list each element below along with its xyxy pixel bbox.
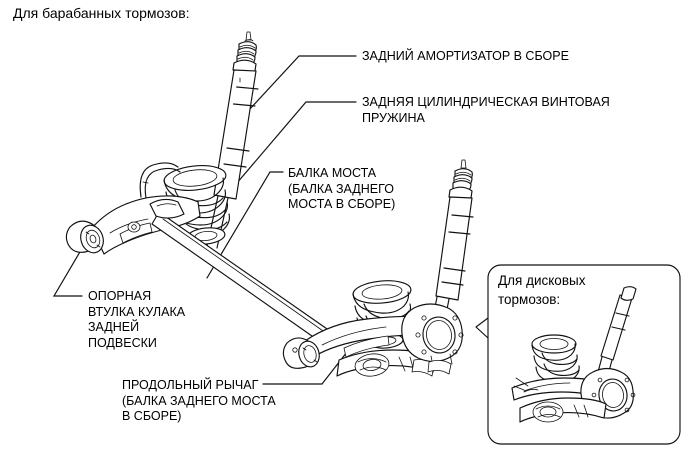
leader-lines [52, 55, 357, 385]
leader-shock-absorber [235, 55, 357, 125]
rear-shock-absorber-left [206, 31, 259, 249]
inset-pointer [475, 317, 489, 339]
callout-rear-coil-spring-line1: ЗАДНЯЯ ЦИЛИНДРИЧЕСКАЯ ВИНТОВАЯ [362, 95, 610, 109]
leader-axle-beam [206, 171, 284, 279]
callout-trailing-arm-line2: (БАЛКА ЗАДНЕГО МОСТА [122, 393, 276, 408]
inset-illustration [511, 286, 637, 423]
callout-rear-shock-absorber: ЗАДНИЙ АМОРТИЗАТОР В СБОРЕ [362, 49, 569, 63]
callout-rear-axle-beam-line1: БАЛКА МОСТА [288, 166, 377, 180]
inset-title-line1: Для дисковых [498, 273, 586, 288]
callout-bushing-line4: ПОДВЕСКИ [88, 335, 157, 350]
inset-title: Для дисковых тормозов: [498, 271, 585, 309]
callout-rear-axle-beam-line3: МОСТА В СБОРЕ) [288, 197, 396, 211]
callout-bushing-line1: ОПОРНАЯ [88, 289, 152, 303]
trailing-arm-right [282, 315, 436, 377]
drum-brake-hub-flange [401, 303, 464, 375]
leader-bushing [52, 244, 85, 297]
callout-trailing-arm-line3: В СБОРЕ) [122, 409, 182, 423]
callout-rear-coil-spring-line2: ПРУЖИНА [362, 110, 425, 125]
inset-title-line2: тормозов: [498, 292, 561, 307]
callout-bushing-line3: ЗАДНЕЙ [88, 320, 140, 334]
callout-bushing-line2: ВТУЛКА КУЛАКА [88, 304, 186, 319]
page-title: Для барабанных тормозов: [13, 5, 190, 21]
callout-trailing-arm-line1: ПРОДОЛЬНЫЙ РЫЧАГ [122, 378, 259, 392]
rear-axle-beam [149, 198, 331, 344]
callout-rear-axle-beam-line2: (БАЛКА ЗАДНЕГО [288, 181, 394, 196]
leader-coil-spring [224, 101, 357, 198]
